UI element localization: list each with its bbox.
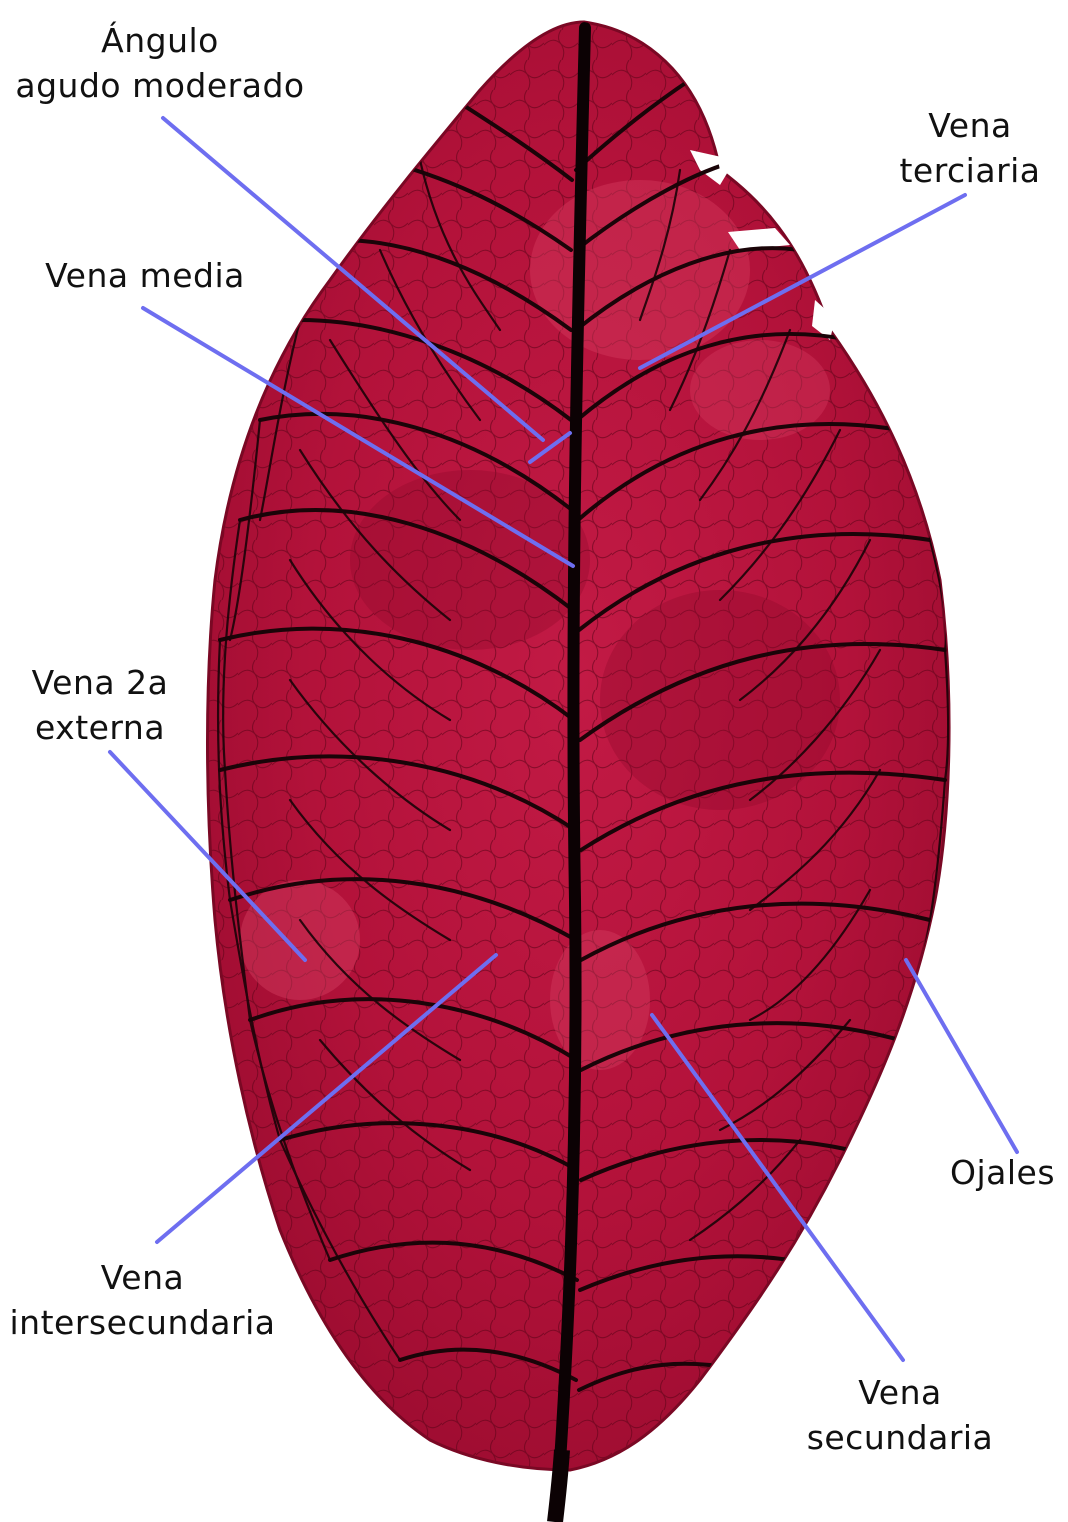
label-vena-terciaria: Vena terciaria [895,103,1045,193]
label-intersec-line2: intersecundaria [0,1300,285,1345]
label-ojales: Ojales [940,1150,1065,1195]
label-angulo-line1: Ángulo [10,18,310,63]
label-externa-line2: externa [10,705,190,750]
label-vena-secundaria: Vena secundaria [795,1370,1005,1460]
label-vena-media: Vena media [30,253,260,298]
label-media-line1: Vena media [30,253,260,298]
label-terciaria-line1: Vena [895,103,1045,148]
label-vena-2a-externa: Vena 2a externa [10,660,190,750]
label-vena-intersecundaria: Vena intersecundaria [0,1255,285,1345]
label-angulo-line2: agudo moderado [10,63,310,108]
label-ojales-line1: Ojales [940,1150,1065,1195]
label-secundaria-line2: secundaria [795,1415,1005,1460]
pointer-ojales [906,960,1017,1152]
label-externa-line1: Vena 2a [10,660,190,705]
label-angulo-agudo-moderado: Ángulo agudo moderado [10,18,310,108]
label-intersec-line1: Vena [0,1255,285,1300]
petiole [555,1450,562,1522]
label-terciaria-line2: terciaria [895,148,1045,193]
label-secundaria-line1: Vena [795,1370,1005,1415]
